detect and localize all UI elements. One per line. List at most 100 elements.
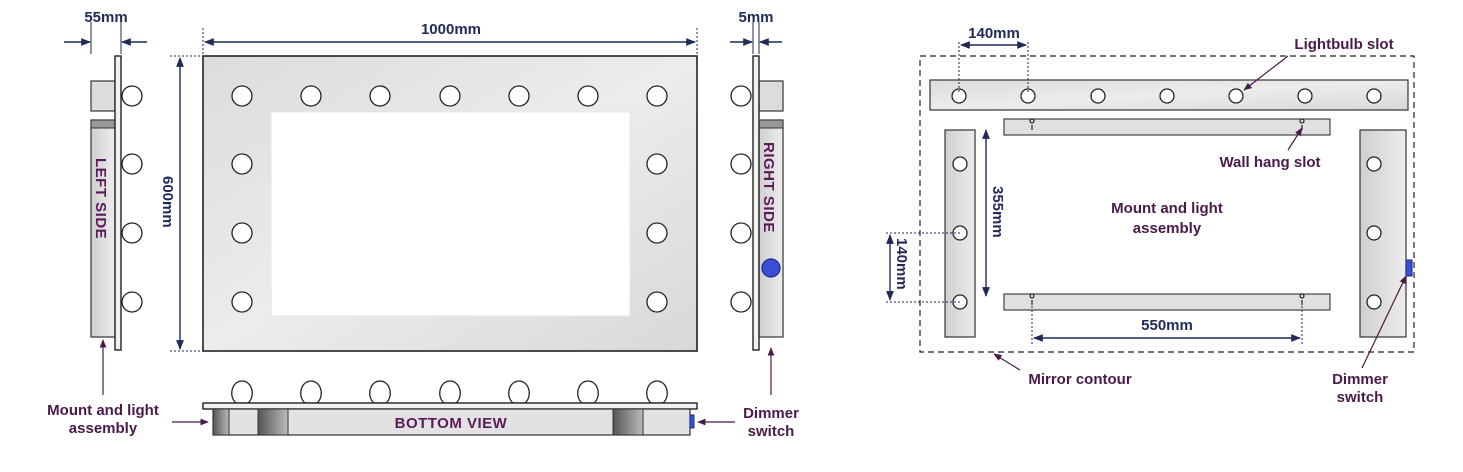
dim-right-depth-text: 5mm	[738, 9, 773, 26]
side-lightbulb-slot	[952, 156, 968, 172]
dim-slot-spacing-text: 550mm	[1141, 317, 1193, 334]
bottom-mirror-edge	[202, 402, 698, 410]
wall-hang-rail-top	[1003, 118, 1331, 136]
left-side-bulbs	[121, 85, 143, 313]
rp-mount-line1: Mount and light	[1111, 200, 1223, 217]
dim-left-depth-text: 55mm	[84, 9, 127, 26]
front-bulb	[231, 222, 253, 244]
front-bulb	[646, 85, 668, 107]
mirror-contour-arrow	[993, 353, 1021, 371]
dimmer-switch-knob[interactable]	[761, 258, 781, 278]
right-side-bulb	[730, 153, 752, 175]
left-side-view: LEFT SIDE	[90, 55, 143, 351]
rp-mount-line2: assembly	[1133, 220, 1202, 237]
front-bulb	[646, 153, 668, 175]
dim-vertical-span-text: 355mm	[989, 186, 1006, 238]
lightbulb-slot-arrow	[1243, 55, 1289, 91]
left-side-bulb	[121, 153, 143, 175]
dim-height-text: 600mm	[159, 176, 176, 228]
right-side-bulbs	[730, 85, 752, 313]
bottom-end-block	[212, 408, 230, 436]
bottom-mount-block	[612, 408, 644, 436]
bottom-bulb	[646, 380, 668, 404]
front-bulbs	[231, 85, 668, 313]
side-lightbulb-slot	[1366, 156, 1382, 172]
rp-dimmer-arrow	[1361, 275, 1407, 369]
dim-height: 600mm	[159, 55, 203, 352]
dim-bulb-spacing-text: 140mm	[968, 25, 1020, 42]
wall-hang-slot	[1029, 118, 1035, 130]
callout-mount-line1: Mount and light	[47, 402, 159, 419]
front-bulb	[577, 85, 599, 107]
front-bulb	[300, 85, 322, 107]
callout-dimmer-line2: switch	[748, 423, 795, 440]
dim-vertical-span: 355mm	[982, 129, 1006, 297]
top-bar-bulbs	[951, 88, 1382, 104]
lightbulb-slot	[1228, 88, 1244, 104]
right-side-view: RIGHT SIDE	[730, 55, 784, 351]
dim-left-depth: 55mm	[64, 9, 147, 54]
mirror-contour-label: Mirror contour	[1028, 371, 1131, 388]
bottom-bulb	[300, 380, 322, 404]
bottom-bulb	[439, 380, 461, 404]
right-side-top-block	[758, 80, 784, 112]
left-side-body	[90, 119, 116, 338]
bottom-bulb	[508, 380, 530, 404]
front-bulb	[369, 85, 391, 107]
lightbulb-slot	[1159, 88, 1175, 104]
dim-side-bulb-spacing-text: 140mm	[893, 238, 910, 290]
bottom-bulb	[577, 380, 599, 404]
lightbulb-slot	[951, 88, 967, 104]
front-bulb	[508, 85, 530, 107]
rp-dimmer-line2: switch	[1337, 389, 1384, 406]
mirror-contour	[919, 55, 1415, 353]
left-side-top-block	[90, 80, 116, 112]
dim-slot-spacing: 550mm	[1031, 302, 1303, 344]
lightbulb-slot-label: Lightbulb slot	[1294, 36, 1393, 53]
dim-width: 1000mm	[202, 21, 698, 54]
dim-side-bulb-spacing: 140mm	[886, 232, 960, 303]
front-bulb	[439, 85, 461, 107]
bottom-mount-block	[257, 408, 289, 436]
right-side-mirror-edge	[752, 55, 760, 351]
dim-width-text: 1000mm	[421, 21, 481, 38]
lightbulb-slot	[1020, 88, 1036, 104]
left-side-bulb	[121, 85, 143, 107]
bottom-dimmer-switch[interactable]	[689, 414, 695, 429]
front-view	[202, 55, 698, 352]
dim-right-depth: 5mm	[730, 9, 782, 54]
bottom-bulb	[369, 380, 391, 404]
rp-dimmer-line1: Dimmer	[1332, 371, 1388, 388]
wall-hang-slot-arrow	[1287, 127, 1303, 151]
right-panel: 140mm 355mm 140mm 550mm Lightbulb slot W…	[886, 25, 1415, 406]
lightbulb-slot	[1366, 88, 1382, 104]
callout-mount-line2: assembly	[69, 420, 138, 437]
right-side-bulb	[730, 222, 752, 244]
left-side-bulb	[121, 291, 143, 313]
front-bulb	[646, 291, 668, 313]
front-bulb	[231, 291, 253, 313]
lightbulb-slot	[1090, 88, 1106, 104]
bottom-bulb	[231, 380, 253, 404]
side-lightbulb-slot	[1366, 225, 1382, 241]
right-side-bulb	[730, 291, 752, 313]
callout-dimmer-line1: Dimmer	[743, 405, 799, 422]
left-side-cap	[90, 119, 116, 129]
wall-hang-slot-label: Wall hang slot	[1219, 154, 1320, 171]
callout-dimmer-switch: Dimmer switch	[697, 347, 799, 440]
right-side-cap	[758, 119, 784, 129]
left-panel: LEFT SIDE 55mm 1000mm 600mm	[47, 9, 799, 440]
wall-hang-rail-bottom	[1003, 293, 1331, 311]
front-bulb	[231, 85, 253, 107]
front-bulb	[231, 153, 253, 175]
right-panel-dimmer-switch[interactable]	[1405, 259, 1413, 277]
lightbulb-slot	[1297, 88, 1313, 104]
callout-mount-assembly: Mount and light assembly	[47, 339, 209, 437]
front-bulb	[646, 222, 668, 244]
left-side-mirror-edge	[114, 55, 122, 351]
bottom-view: BOTTOM VIEW	[202, 380, 698, 436]
left-side-bulb	[121, 222, 143, 244]
bottom-view-label: BOTTOM VIEW	[395, 415, 508, 432]
